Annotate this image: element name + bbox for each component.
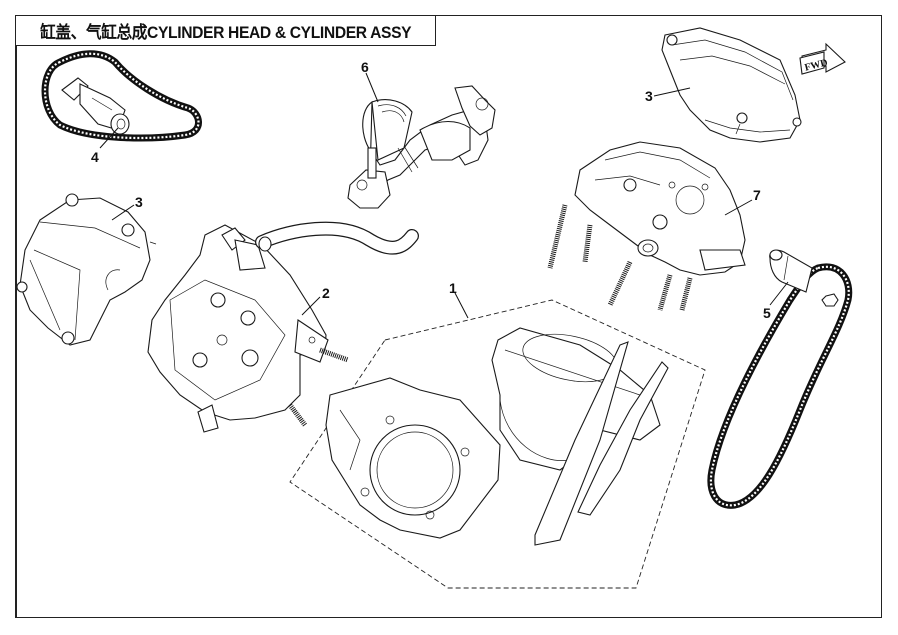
part-3-head-cover-right[interactable] xyxy=(661,27,802,143)
callout-7: 7 xyxy=(724,187,761,216)
part-2-cylinder-head[interactable] xyxy=(147,221,419,433)
part-3-head-cover-left[interactable] xyxy=(16,193,157,346)
callout-1: 1 xyxy=(449,280,469,319)
fwd-label: FWD xyxy=(804,57,829,73)
part-4-camshaft-chain[interactable] xyxy=(41,50,202,142)
callout-6: 6 xyxy=(361,59,379,103)
callout-2: 2 xyxy=(301,285,330,316)
svg-text:3: 3 xyxy=(645,88,653,104)
part-1-cylinder-assy[interactable] xyxy=(289,299,706,589)
diagram-title: 缸盖、气缸总成CYLINDER HEAD & CYLINDER ASSY xyxy=(39,23,412,42)
forward-direction-indicator: FWD xyxy=(799,42,846,75)
svg-text:3: 3 xyxy=(135,194,143,210)
svg-text:5: 5 xyxy=(763,305,771,321)
svg-text:7: 7 xyxy=(753,187,761,203)
svg-text:1: 1 xyxy=(449,280,457,296)
callout-3-right: 3 xyxy=(645,87,691,104)
callout-3-left: 3 xyxy=(111,194,143,221)
title-box: 缸盖、气缸总成CYLINDER HEAD & CYLINDER ASSY xyxy=(15,15,436,46)
part-7-cylinder-head-assembly[interactable] xyxy=(547,141,746,311)
drawing-frame xyxy=(15,15,882,618)
svg-text:4: 4 xyxy=(91,149,99,165)
callout-4: 4 xyxy=(91,127,119,165)
svg-text:6: 6 xyxy=(361,59,369,75)
part-5-camshaft-chain[interactable] xyxy=(707,249,853,509)
part-6-intake-manifold[interactable] xyxy=(347,85,496,209)
svg-text:2: 2 xyxy=(322,285,330,301)
callout-5: 5 xyxy=(763,281,789,321)
